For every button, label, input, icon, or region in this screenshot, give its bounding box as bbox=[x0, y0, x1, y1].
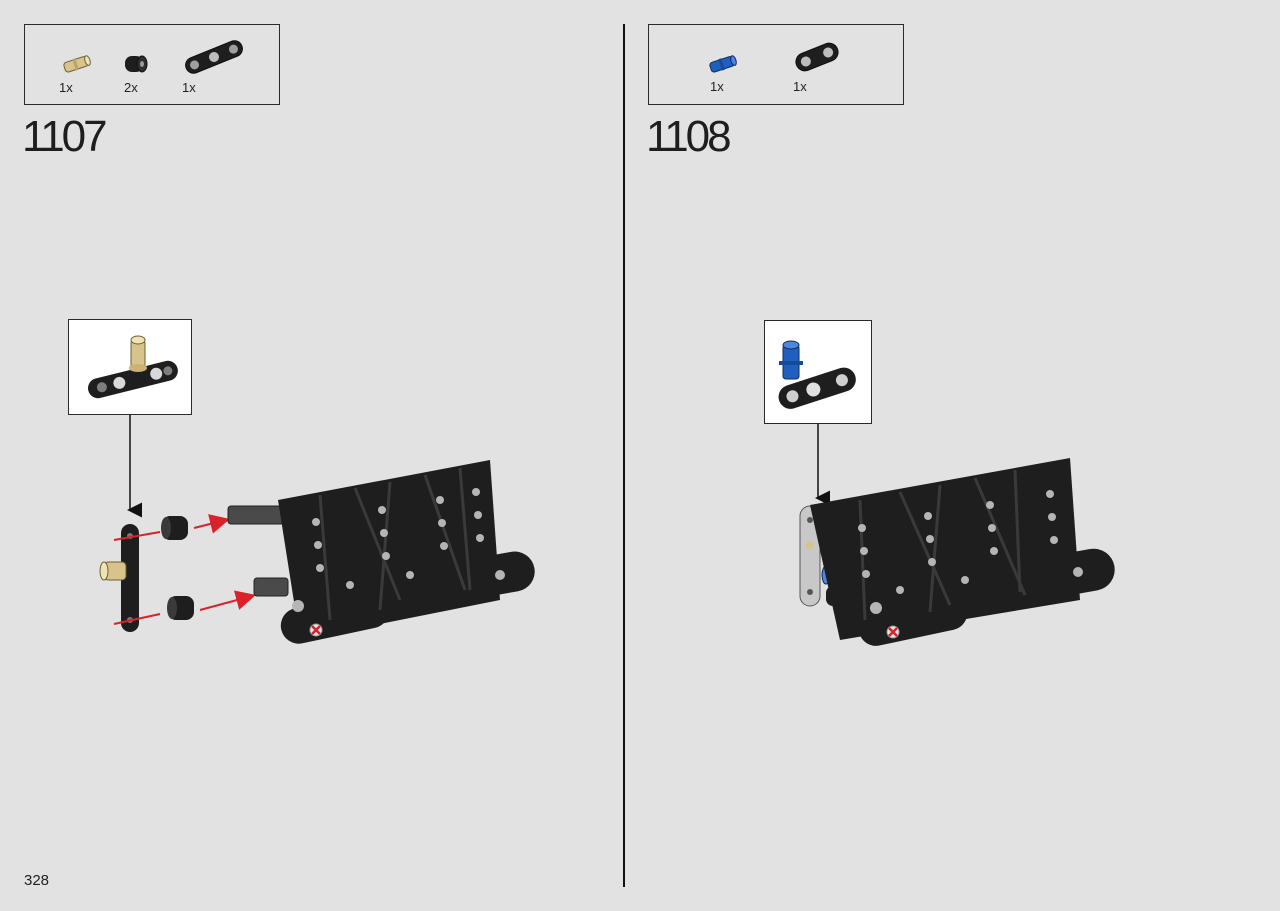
black-bushing-icon bbox=[125, 55, 148, 73]
parts-list-1108: 1x 1x bbox=[648, 24, 904, 105]
parts-list-1107: 1x 2x 1x bbox=[24, 24, 280, 105]
page-divider bbox=[623, 24, 625, 887]
part-qty: 2x bbox=[124, 80, 138, 95]
liftarm-with-axle-pin-illustration bbox=[778, 340, 856, 409]
step-number-1108: 1108 bbox=[646, 112, 732, 161]
step-1108-assembly-illustration bbox=[799, 424, 1115, 646]
part-qty: 1x bbox=[710, 79, 724, 94]
sub-assembly-callout-1108 bbox=[764, 320, 872, 424]
step-number-1107: 1107 bbox=[22, 112, 108, 161]
part-qty: 1x bbox=[59, 80, 73, 95]
page-number: 328 bbox=[24, 872, 50, 889]
step-1107-assembly-illustration bbox=[99, 415, 535, 644]
black-liftarm-2-icon bbox=[795, 42, 839, 72]
part-qty: 1x bbox=[793, 79, 807, 94]
part-qty: 1x bbox=[182, 80, 196, 95]
tan-pin-icon bbox=[63, 55, 91, 73]
sub-assembly-callout-1107 bbox=[68, 319, 192, 415]
black-liftarm-3-icon bbox=[185, 40, 243, 74]
liftarm-with-pin-illustration bbox=[88, 335, 178, 399]
blue-axle-pin-icon bbox=[709, 55, 737, 73]
